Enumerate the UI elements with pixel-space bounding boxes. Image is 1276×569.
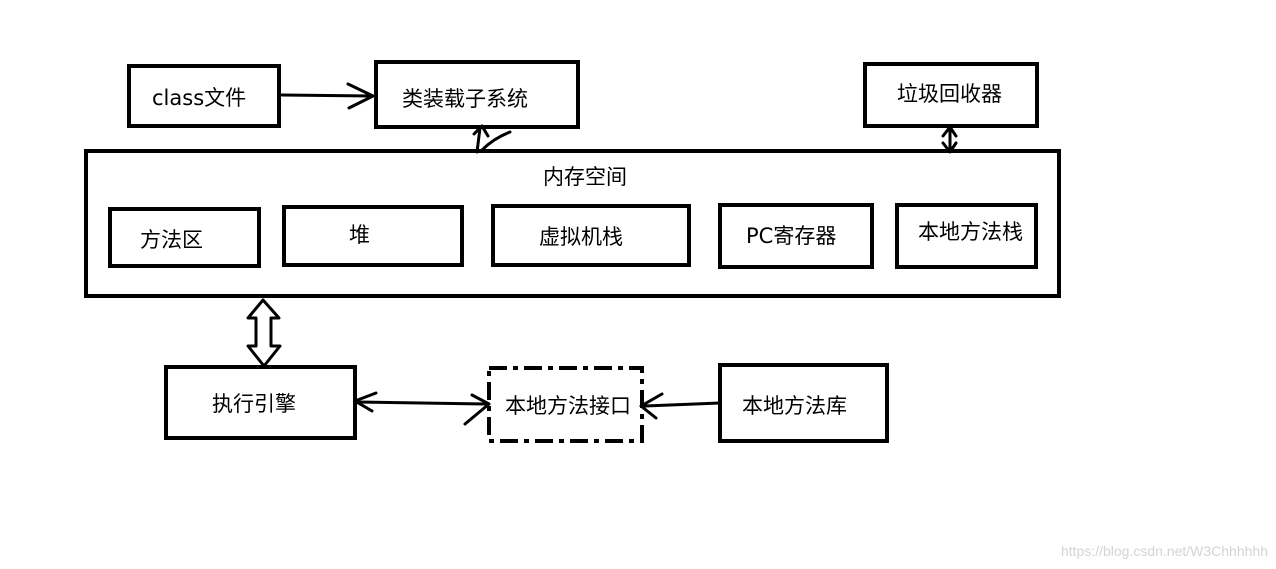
- watermark-text: https://blog.csdn.net/W3Chhhhhh: [1061, 543, 1268, 559]
- class-loader-box: [374, 60, 580, 129]
- garbage-collector-label: 垃圾回收器: [897, 82, 1002, 106]
- native-method-stack-box: [895, 203, 1038, 269]
- memory-space-label: 内存空间: [543, 165, 627, 189]
- arrow-gc-memory: [941, 125, 958, 154]
- execution-engine-label: 执行引擎: [212, 392, 296, 416]
- native-method-stack-label: 本地方法栈: [918, 220, 1023, 244]
- heap-label: 堆: [349, 223, 370, 247]
- arrows: [246, 82, 958, 426]
- method-area-box: [108, 207, 261, 268]
- class-loader-label: 类装载子系统: [402, 87, 528, 111]
- arrow-loader-memory: [472, 124, 512, 154]
- arrow-classfile-to-loader: [280, 82, 375, 110]
- class-file-label: class文件: [152, 86, 246, 110]
- arrow-engine-interface: [353, 391, 491, 426]
- pc-register-label: PC寄存器: [746, 224, 836, 248]
- vm-stack-label: 虚拟机栈: [539, 225, 623, 249]
- heap-box: [282, 205, 464, 267]
- arrow-memory-engine: [246, 298, 282, 368]
- vm-stack-box: [491, 204, 691, 267]
- pc-register-box: [718, 203, 874, 269]
- memory-space-box: [84, 149, 1061, 298]
- arrow-library-to-interface: [639, 392, 722, 420]
- native-library-label: 本地方法库: [742, 394, 847, 418]
- class-file-box: [127, 64, 281, 128]
- method-area-label: 方法区: [140, 228, 203, 252]
- native-interface-label: 本地方法接口: [505, 394, 631, 418]
